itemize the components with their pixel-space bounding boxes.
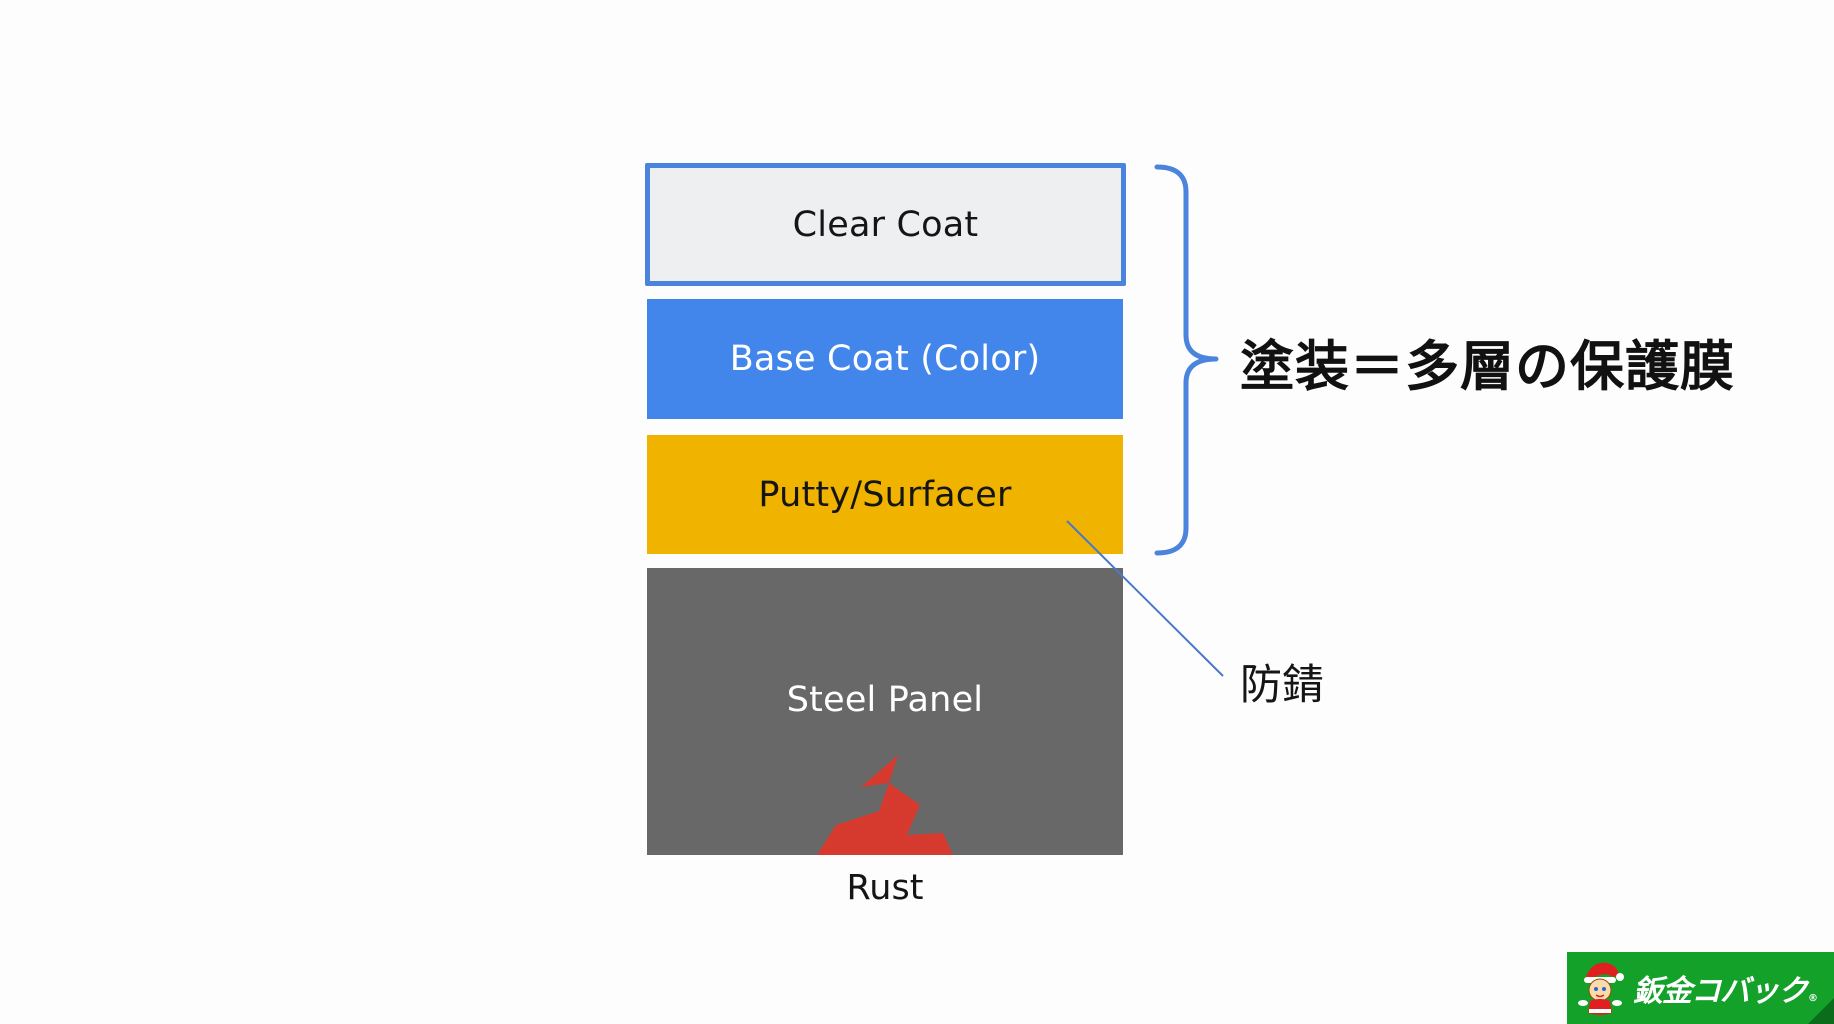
layer-putty-surfacer: Putty/Surfacer — [647, 435, 1123, 554]
santa-mascot-icon — [1578, 962, 1624, 1015]
diagram-title: 塗装＝多層の保護膜 — [1240, 335, 1735, 398]
rust-label: Rust — [846, 868, 924, 908]
layer-base-coat: Base Coat (Color) — [647, 299, 1123, 419]
layer-base-coat-label: Base Coat (Color) — [729, 339, 1041, 379]
layer-clear-coat-label: Clear Coat — [792, 204, 979, 245]
callout-label-rust-prevention: 防錆 — [1240, 660, 1325, 709]
layer-clear-coat: Clear Coat — [645, 163, 1126, 286]
brand-name: 鈑金コバック® — [1633, 966, 1818, 1010]
layer-steel-panel: Steel Panel — [647, 568, 1123, 855]
brand-logo: 鈑金コバック® — [1567, 952, 1834, 1024]
logo-corner-accent — [1808, 998, 1834, 1024]
layer-steel-panel-label: Steel Panel — [786, 680, 984, 720]
curly-brace — [1154, 164, 1219, 556]
layer-putty-surfacer-label: Putty/Surfacer — [758, 474, 1012, 515]
brand-name-text: 鈑金コバック — [1633, 974, 1808, 1009]
